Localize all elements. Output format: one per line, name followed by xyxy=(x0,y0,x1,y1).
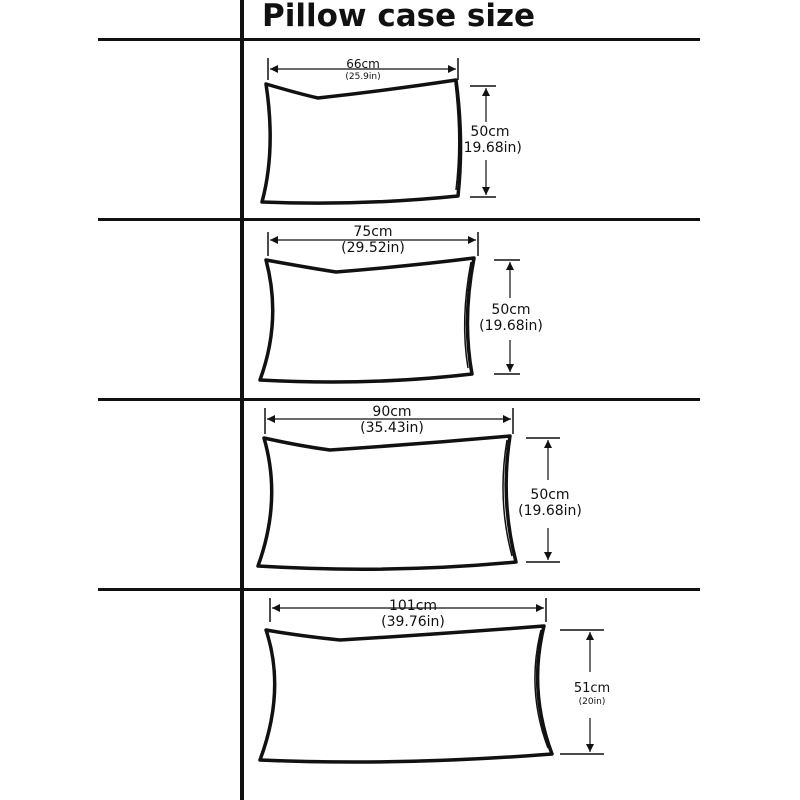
height-in: (19.68in) xyxy=(479,318,543,335)
width-in: (35.43in) xyxy=(360,420,424,437)
height-in: (20in) xyxy=(578,696,606,707)
height-label: 50cm (19.68in) xyxy=(476,302,546,334)
width-cm: 66cm xyxy=(346,57,380,71)
width-cm: 90cm xyxy=(372,404,412,420)
height-cm: 51cm xyxy=(573,681,611,696)
width-cm: 101cm xyxy=(388,598,438,614)
row-divider xyxy=(98,218,700,221)
row-divider xyxy=(98,588,700,591)
width-label: 90cm (35.43in) xyxy=(337,404,447,436)
height-cm: 50cm xyxy=(530,487,570,503)
height-label: 51cm (20in) xyxy=(566,681,618,707)
width-in: (29.52in) xyxy=(341,240,405,257)
height-in: (19.68in) xyxy=(458,140,522,157)
width-cm: 75cm xyxy=(353,224,393,240)
height-label: 50cm (19.68in) xyxy=(455,124,525,156)
height-cm: 50cm xyxy=(491,302,531,318)
height-cm: 50cm xyxy=(470,124,510,140)
width-label: 66cm (25.9in) xyxy=(313,57,413,82)
width-label: 75cm (29.52in) xyxy=(318,224,428,256)
page-title: Pillow case size xyxy=(262,0,536,34)
width-label: 101cm (39.76in) xyxy=(353,598,473,630)
width-in: (39.76in) xyxy=(381,614,445,631)
width-in: (25.9in) xyxy=(345,71,381,82)
height-in: (19.68in) xyxy=(518,503,582,520)
header-divider xyxy=(98,38,700,41)
row-divider xyxy=(98,398,700,401)
height-label: 50cm (19.68in) xyxy=(514,487,586,519)
